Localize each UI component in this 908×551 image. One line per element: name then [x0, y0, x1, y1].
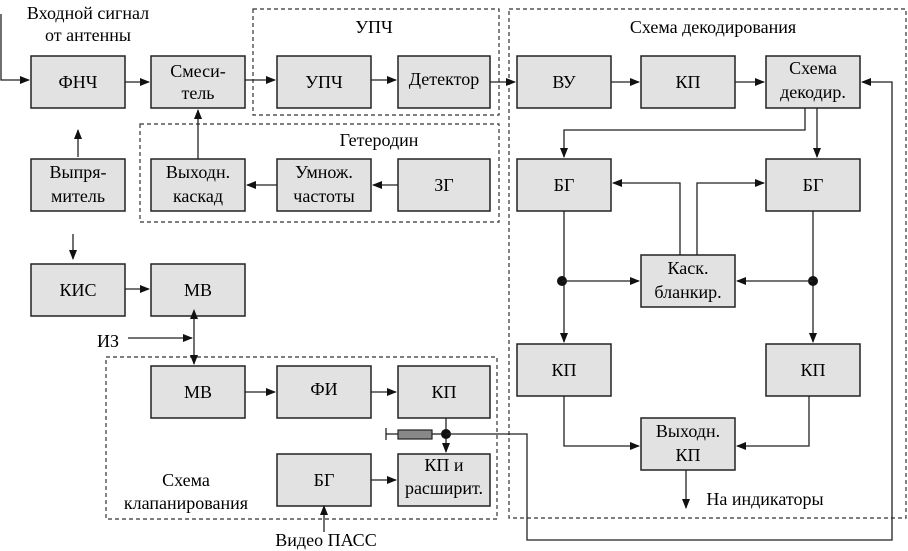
blank-to-bg-right-arrow — [696, 179, 765, 255]
upch-group-title: УПЧ — [355, 17, 393, 37]
bg-gate-block: БГ — [276, 453, 372, 507]
block-label: Детектор — [409, 69, 479, 89]
block-label-line2: каскад — [173, 186, 223, 206]
block-label: БГ — [803, 175, 824, 195]
block-label: КП — [551, 360, 576, 380]
block-label-line2: частоты — [293, 186, 354, 206]
blank-to-bg-left-arrow — [612, 179, 681, 255]
kis-block: КИС — [30, 263, 126, 317]
kp-right-block: КП — [765, 343, 861, 397]
mv-top-block: МВ — [150, 263, 246, 317]
block-label-line1: Выходн. — [656, 421, 720, 441]
block-label: БГ — [314, 470, 335, 490]
heterodyne-group-title: Гетеродин — [340, 130, 419, 150]
gating-group-title-line2: клапанирования — [124, 493, 248, 513]
gating-to-decoder-line — [446, 78, 893, 541]
gating-group-title-line1: Схема — [162, 470, 210, 490]
connections — [0, 14, 893, 541]
block-label-line1: Выходн. — [166, 162, 230, 182]
block-label-line2: КП — [675, 445, 700, 465]
block-label-line2: митель — [51, 186, 105, 206]
lowpass-filter-block: ФНЧ — [30, 55, 126, 109]
block-label-line1: Каск. — [668, 258, 709, 278]
block-label: КП — [675, 72, 700, 92]
block-label: ЗГ — [434, 175, 453, 195]
block-label-line2: тель — [181, 83, 214, 103]
output-stage-block: Выходн. каскад — [150, 158, 246, 212]
upch-group-frame — [252, 8, 500, 116]
block-label: ФНЧ — [59, 72, 98, 92]
decoding-group-title: Схема декодирования — [630, 17, 796, 37]
bg-left-block: БГ — [516, 158, 612, 212]
block-label-line2: декодир. — [780, 82, 846, 102]
kp-left-block: КП — [516, 343, 612, 397]
mv-gate-block: МВ — [150, 365, 246, 419]
block-label: КП — [800, 360, 825, 380]
block-label: КП — [431, 382, 456, 402]
block-label-line1: Выпря- — [49, 162, 106, 182]
block-label: КИС — [59, 280, 96, 300]
master-oscillator-block: ЗГ — [397, 158, 491, 212]
decoder-block: Схема декодир. — [765, 55, 861, 109]
block-label-line1: КП и — [424, 455, 464, 475]
detector-block: Детектор — [397, 55, 491, 109]
decoder-to-bg-left-arrow — [560, 108, 806, 158]
indicators-output-label: На индикаторы — [706, 489, 823, 509]
block-label: УПЧ — [305, 72, 343, 92]
block-label-line1: Смеси- — [170, 61, 225, 81]
rectifier-block: Выпря- митель — [30, 158, 126, 212]
blanking-stage-block: Каск. бланкир. — [640, 254, 736, 308]
kp-expander-block: КП и расширит. — [397, 453, 491, 507]
block-label: МВ — [184, 280, 212, 300]
video-pass-input-label: Видео ПАСС — [275, 530, 376, 550]
heterodyne-group-frame — [139, 123, 500, 223]
output-kp-block: Выходн. КП — [640, 417, 736, 471]
block-label: МВ — [184, 382, 212, 402]
antenna-input-label-line2: от антенны — [45, 25, 131, 45]
block-label: ФИ — [310, 379, 337, 399]
tap-resistor — [397, 429, 433, 440]
kp-top-block: КП — [640, 55, 736, 109]
block-label-line1: Схема — [789, 58, 837, 78]
gating-group-frame — [105, 356, 498, 520]
block-label: БГ — [554, 175, 575, 195]
block-label-line2: расширит. — [405, 478, 483, 498]
block-label-line1: Умнож. — [295, 162, 353, 182]
kp-gate-block: КП — [397, 365, 491, 419]
antenna-to-fnch-arrow — [0, 14, 30, 84]
block-label: ВУ — [552, 72, 576, 92]
fi-block: ФИ — [276, 365, 372, 419]
vu-block: ВУ — [516, 55, 612, 109]
decoding-group-frame — [508, 8, 907, 519]
block-label-line2: бланкир. — [654, 282, 721, 302]
iz-input-label: ИЗ — [97, 331, 119, 351]
freq-multiplier-block: Умнож. частоты — [276, 158, 372, 212]
mixer-block: Смеси- тель — [150, 55, 246, 109]
if-amplifier-block: УПЧ — [276, 55, 372, 109]
bg-right-block: БГ — [765, 158, 861, 212]
kp-left-to-out-arrow — [563, 396, 640, 450]
kp-right-to-out-arrow — [736, 396, 810, 450]
antenna-input-label-line1: Входной сигнал — [27, 3, 149, 23]
